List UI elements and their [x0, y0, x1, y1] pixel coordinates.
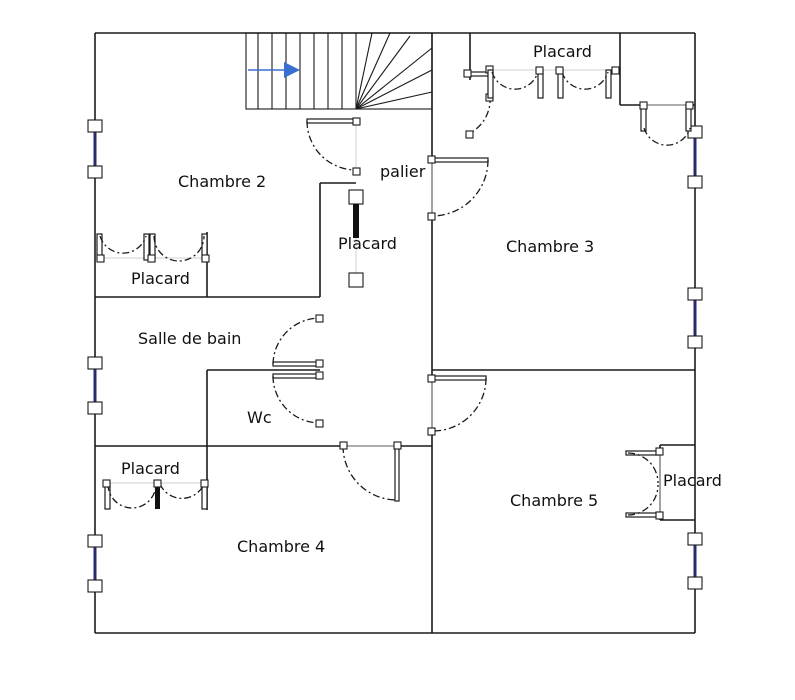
label-chambre-2: Chambre 2	[178, 172, 267, 191]
label-placard-right: Placard	[663, 471, 722, 490]
door-chambre-5	[427, 374, 487, 436]
door-chambre-4	[339, 441, 402, 502]
windows	[87, 119, 703, 593]
label-placard-left-lower: Placard	[121, 459, 180, 478]
closet-left-upper	[96, 233, 210, 263]
door-salle-de-bain	[272, 314, 324, 368]
window-left-lower	[87, 534, 103, 593]
label-placard-left-upper: Placard	[131, 269, 190, 288]
door-chambre-2	[306, 117, 361, 176]
closet-center	[348, 189, 364, 288]
label-placard-top-right: Placard	[533, 42, 592, 61]
closet-right	[625, 447, 664, 520]
label-chambre-5: Chambre 5	[510, 491, 599, 510]
window-right-lower	[687, 532, 703, 590]
window-right-upper	[687, 125, 703, 189]
closet-left-lower	[102, 479, 209, 510]
label-placard-center: Placard	[338, 234, 397, 253]
label-wc: Wc	[247, 408, 272, 427]
stair-arrow-head	[284, 62, 300, 78]
label-chambre-3: Chambre 3	[506, 237, 595, 256]
window-left-middle	[87, 356, 103, 415]
label-salle-de-bain: Salle de bain	[138, 329, 242, 348]
window-left-upper	[87, 119, 103, 179]
window-right-middle	[687, 287, 703, 349]
staircase	[245, 32, 433, 110]
doors	[272, 65, 494, 502]
closet-top-right	[487, 66, 620, 99]
door-chambre-3	[427, 155, 489, 221]
label-chambre-4: Chambre 4	[237, 537, 326, 556]
door-wc	[272, 371, 324, 428]
closet-corner-right	[639, 101, 694, 146]
label-palier: palier	[380, 162, 426, 181]
